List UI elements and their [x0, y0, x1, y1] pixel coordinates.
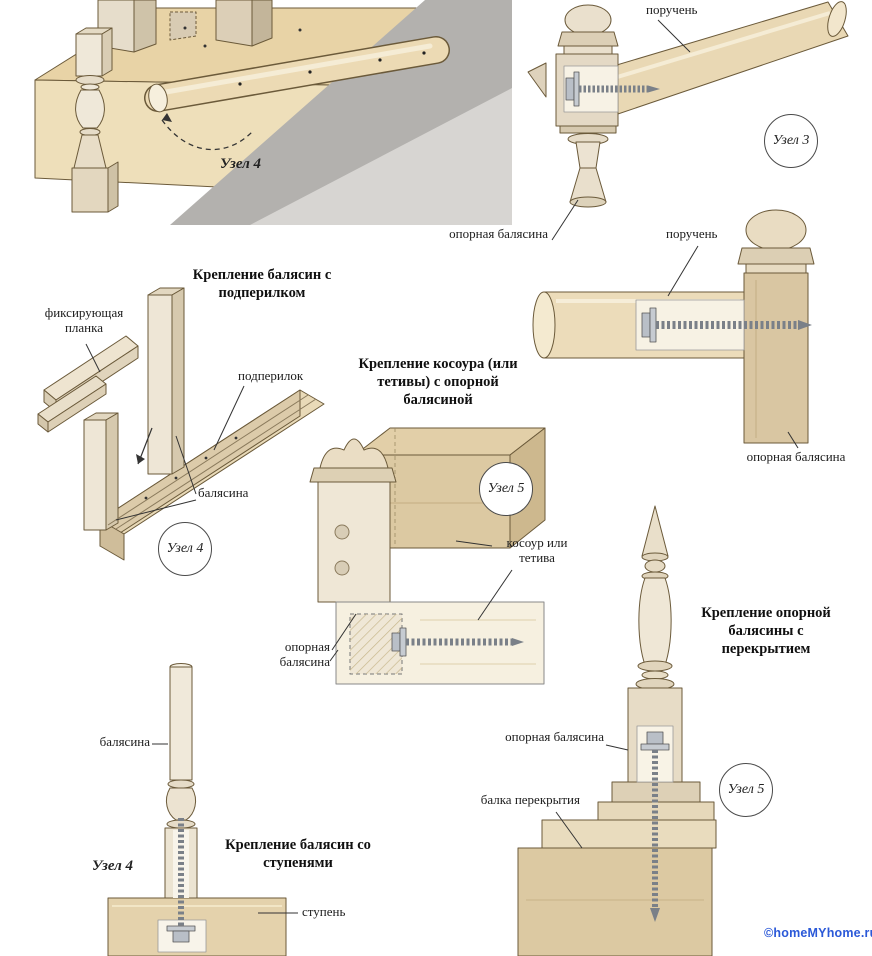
corner-overview-drawing	[34, 0, 512, 225]
subrail-assembly-drawing	[37, 287, 325, 561]
floor-title: Крепление опорной балясины с перекрытием	[701, 605, 831, 658]
step-node-label: Узел 4	[92, 858, 134, 874]
stringer-support-baluster-label: опорная балясина	[279, 639, 330, 669]
subrail-title: Крепление балясин с подперилком	[192, 267, 332, 302]
watermark: ©homeMYhome.ru	[764, 926, 872, 940]
step-label: ступень	[302, 904, 346, 919]
step-baluster-drawing	[107, 663, 287, 956]
leader-lines	[85, 19, 799, 914]
railjoint-node-badge: Узел 3	[764, 114, 818, 168]
railpost-handrail-label: поручень	[666, 226, 718, 241]
subrail-node-badge: Узел 4	[158, 522, 212, 576]
step-title: Крепление балясин со ступенями	[225, 837, 371, 872]
fixing-strip-label: фиксирующая планка	[44, 305, 124, 335]
floor-node-badge: Узел 5	[719, 763, 773, 817]
stringer-joint-drawing	[309, 427, 546, 685]
stringer-title: Крепление косоура (или тетивы) с опорной…	[358, 356, 518, 409]
floor-beam-label: балка перекрытия	[480, 792, 580, 807]
railjoint-support-baluster-label: опорная балясина	[449, 226, 548, 241]
step-baluster-label: балясина	[99, 734, 150, 749]
corner-node-label: Узел 4	[220, 156, 262, 172]
railjoint-handrail-label: поручень	[646, 2, 698, 17]
stringer-label: косоур или тетива	[506, 535, 568, 565]
subrail-label: подперилок	[238, 368, 304, 383]
railpost-support-baluster-label: опорная балясина	[746, 449, 846, 464]
handrail-post-drawing	[532, 209, 815, 444]
handrail-joint-drawing	[527, 1, 849, 208]
floor-support-baluster-label: опорная балясина	[505, 729, 604, 744]
stringer-node-badge: Узел 5	[479, 462, 533, 516]
floor-post-drawing	[517, 505, 717, 956]
subrail-baluster-label: балясина	[198, 485, 249, 500]
